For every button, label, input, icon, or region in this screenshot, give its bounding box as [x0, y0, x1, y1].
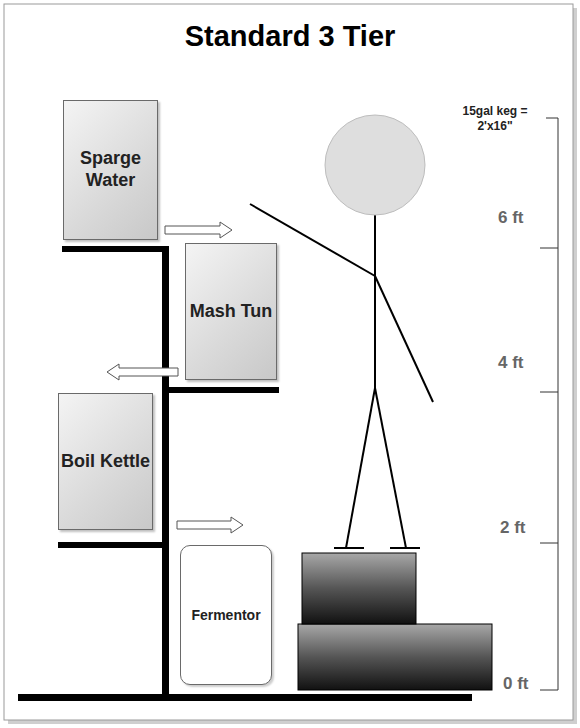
height-label: 2 ft: [500, 517, 550, 538]
vessel-box: Sparge Water: [63, 100, 158, 240]
keg-upper: [302, 553, 416, 624]
middle-shelf: [169, 387, 279, 393]
scale-tick: [540, 392, 558, 393]
height-label: 4 ft: [498, 352, 548, 373]
vessel-box: Boil Kettle: [58, 393, 153, 530]
figure-foot: [390, 547, 420, 549]
scale-tick: [546, 118, 558, 119]
top-shelf: [62, 246, 169, 252]
stand-pole: [162, 247, 169, 699]
keg-lower: [298, 624, 492, 690]
scale-tick: [540, 248, 558, 249]
flow-arrow: [107, 364, 178, 380]
figure-foot: [334, 547, 364, 549]
figure-head: [325, 115, 425, 215]
stick-figure: [250, 204, 433, 548]
dimension-note: 15gal keg = 2'x16": [436, 104, 554, 134]
diagram-title: Standard 3 Tier: [0, 20, 580, 53]
flow-arrow: [177, 517, 243, 533]
low-shelf: [58, 542, 165, 548]
node-text: Mash Tun: [190, 301, 273, 323]
base-line: [18, 694, 472, 701]
vessel-box: Mash Tun: [185, 243, 277, 380]
figure-leg: [346, 388, 375, 548]
fermentor-box: Fermentor: [180, 545, 272, 685]
scale-line: [558, 118, 559, 690]
frame: [4, 4, 573, 720]
node-text: Boil Kettle: [61, 451, 150, 473]
scale-tick: [540, 690, 558, 691]
height-scale: [540, 118, 558, 690]
flow-arrow: [165, 222, 232, 238]
height-label: 0 ft: [503, 673, 553, 694]
figure-arm: [375, 276, 433, 402]
scale-tick: [540, 543, 558, 544]
node-text: Fermentor: [191, 607, 260, 624]
node-text: Sparge Water: [64, 148, 157, 191]
figure-leg: [375, 388, 406, 548]
figure-body: [374, 215, 376, 388]
height-label: 6 ft: [498, 207, 548, 228]
